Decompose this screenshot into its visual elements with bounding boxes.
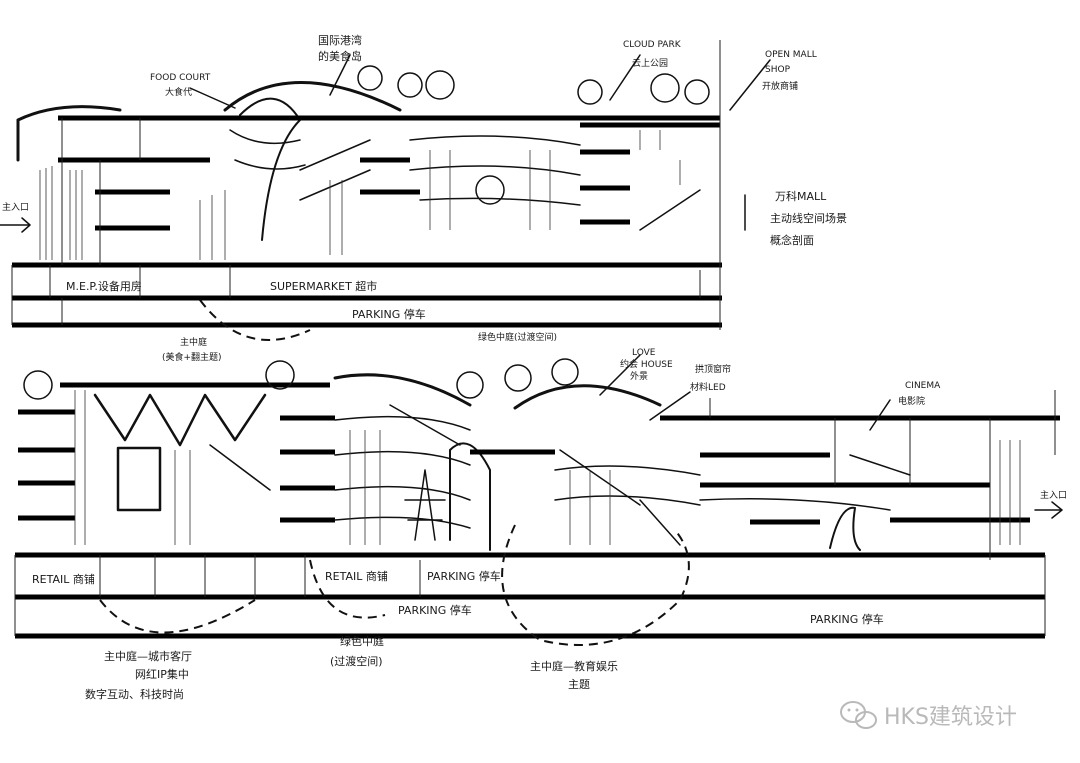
label-led-note-2: 材料LED (690, 381, 726, 393)
label-top-note-2: 的美食岛 (318, 49, 362, 63)
label-bottom-note-1a: 主中庭—城市客厅 (104, 649, 192, 663)
label-food-court-cn: 大食代 (165, 86, 192, 98)
label-side-note-2: 主动线空间场景 (770, 211, 847, 225)
label-parking-b2: PARKING 停车 (810, 612, 884, 626)
label-retail-2: RETAIL 商铺 (325, 569, 388, 583)
label-bottom-note-3b: 主题 (568, 678, 590, 691)
upper-section (0, 40, 771, 341)
wechat-icon (840, 701, 877, 729)
label-open-mall-1: OPEN MALL (765, 50, 817, 60)
label-side-note-1: 万科MALL (775, 189, 827, 203)
label-side-note-3: 概念剖面 (770, 233, 814, 247)
label-bottom-note-2a: 绿色中庭 (340, 634, 384, 648)
label-parking-mid: PARKING 停车 (427, 569, 501, 583)
label-food-court: FOOD COURT (150, 73, 211, 83)
label-retail-1: RETAIL 商铺 (32, 572, 95, 586)
label-green-atrium-top: 绿色中庭(过渡空间) (478, 331, 557, 343)
watermark-text: HKS建筑设计 (884, 705, 1017, 730)
label-bottom-note-3a: 主中庭—教育娱乐 (530, 659, 618, 673)
label-cloud-park-cn: 云上公园 (632, 58, 668, 69)
label-parking-b1: PARKING 停车 (398, 603, 472, 617)
label-entrance-right: 主入口 (1040, 489, 1067, 501)
label-atrium-1a: 主中庭 (180, 336, 207, 348)
label-supermarket: SUPERMARKET 超市 (270, 279, 377, 293)
label-bottom-note-2b: (过渡空间) (330, 654, 383, 668)
label-love-house-1: LOVE (632, 348, 656, 358)
label-cinema-1: CINEMA (905, 381, 941, 391)
label-cloud-park: CLOUD PARK (623, 40, 682, 50)
label-mep: M.E.P.设备用房 (66, 279, 142, 293)
label-love-house-2: 约会 HOUSE (620, 358, 673, 370)
label-led-note-1: 拱顶窗帘 (695, 363, 731, 375)
label-cinema-2: 电影院 (898, 395, 925, 407)
label-bottom-note-1b: 网红IP集中 (135, 667, 189, 681)
watermark: HKS建筑设计 (840, 701, 1017, 730)
label-atrium-1b: (美食+翻主题) (162, 351, 222, 363)
label-love-house-3: 外景 (630, 370, 648, 382)
label-open-mall-cn: 开放商铺 (762, 80, 798, 92)
label-open-mall-2: SHOP (765, 65, 791, 75)
label-parking-top: PARKING 停车 (352, 307, 426, 321)
label-entrance-left: 主入口 (2, 201, 29, 213)
label-bottom-note-1c: 数字互动、科技时尚 (85, 687, 184, 701)
label-top-note-1: 国际港湾 (318, 33, 362, 47)
lower-section (14, 354, 1063, 646)
